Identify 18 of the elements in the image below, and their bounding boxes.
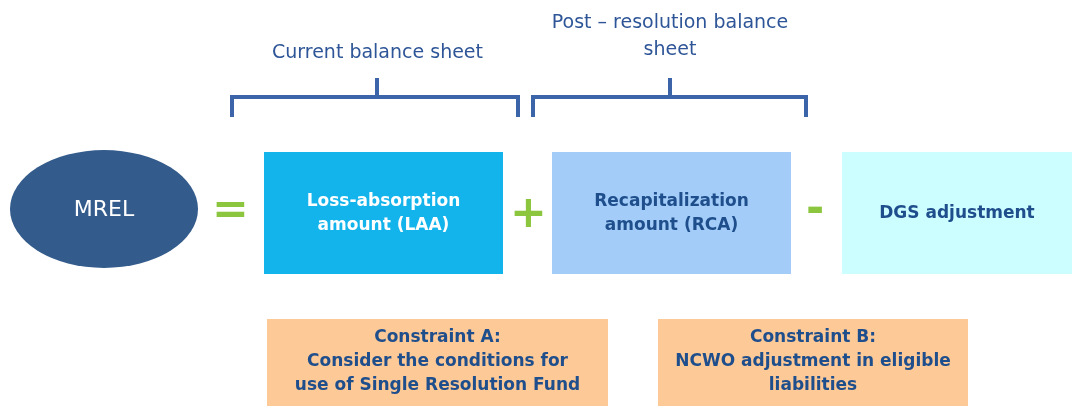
box-text: Recapitalization amount (RCA) bbox=[593, 189, 750, 236]
box-text: NCWO adjustment in eligible liabilities bbox=[674, 348, 952, 396]
box-text: MREL bbox=[73, 194, 135, 223]
constraint-box bbox=[267, 319, 608, 406]
bracket-label: Post – resolution balance sheet bbox=[550, 9, 790, 61]
operator: + bbox=[510, 190, 547, 234]
box-text: Consider the conditions for use of Single Resolution Fund bbox=[293, 348, 582, 396]
box-text: Loss-absorption amount (LAA) bbox=[305, 189, 462, 236]
process-box bbox=[552, 152, 791, 274]
operator: - bbox=[806, 186, 825, 230]
operator: = bbox=[212, 186, 249, 230]
box-heading: Constraint A: bbox=[374, 325, 501, 348]
constraint-box bbox=[658, 319, 968, 406]
box-heading: Constraint B: bbox=[749, 325, 877, 348]
bracket-label: Current balance sheet bbox=[271, 39, 484, 64]
process-box bbox=[264, 152, 503, 274]
process-box bbox=[842, 152, 1072, 274]
box-text: DGS adjustment bbox=[879, 201, 1035, 225]
